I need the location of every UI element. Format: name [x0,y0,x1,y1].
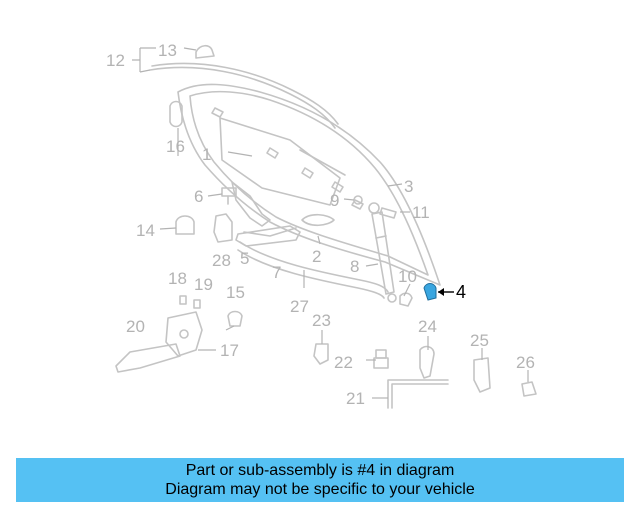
leader-lines [132,47,529,399]
small-parts [115,44,537,409]
callout-9: 9 [330,191,339,210]
callout-16: 16 [166,137,185,156]
callout-28: 28 [212,251,231,270]
callout-25: 25 [470,331,489,350]
callout-20: 20 [126,317,145,336]
callout-18: 18 [168,269,187,288]
callouts: 12 13 16 1 6 14 28 5 7 2 3 9 11 8 10 4 2… [106,41,535,408]
callout-13: 13 [158,41,177,60]
callout-24: 24 [418,317,437,336]
weatherstrip [149,62,339,129]
callout-26: 26 [516,353,535,372]
callout-11: 11 [412,203,430,222]
callout-14: 14 [136,221,155,240]
callout-12: 12 [106,51,125,70]
callout-22: 22 [334,353,353,372]
banner-line-part: Part or sub-assembly is #4 in diagram [185,462,455,479]
callout-2: 2 [312,247,321,266]
callout-3: 3 [404,177,413,196]
callout-17: 17 [220,341,239,360]
callout-7: 7 [272,263,281,282]
callout-8: 8 [350,257,359,276]
callout-27: 27 [290,297,309,316]
callout-15: 15 [226,283,245,302]
callout-19: 19 [194,275,213,294]
banner-line-disclaimer: Diagram may not be specific to your vehi… [165,481,475,498]
info-banner: Part or sub-assembly is #4 in diagram Di… [16,458,624,502]
trunk-lid [177,83,441,286]
hinge [231,181,301,247]
callout-23: 23 [312,311,331,330]
torsion-bar [237,241,389,299]
lift-strut [368,202,397,303]
callout-10: 10 [398,267,417,286]
callout-5: 5 [240,249,249,268]
callout-1: 1 [202,145,211,164]
callout-4-highlighted: 4 [456,282,466,302]
part-4-highlighted[interactable] [423,283,437,301]
callout-21: 21 [346,389,365,408]
callout-6: 6 [194,187,203,206]
